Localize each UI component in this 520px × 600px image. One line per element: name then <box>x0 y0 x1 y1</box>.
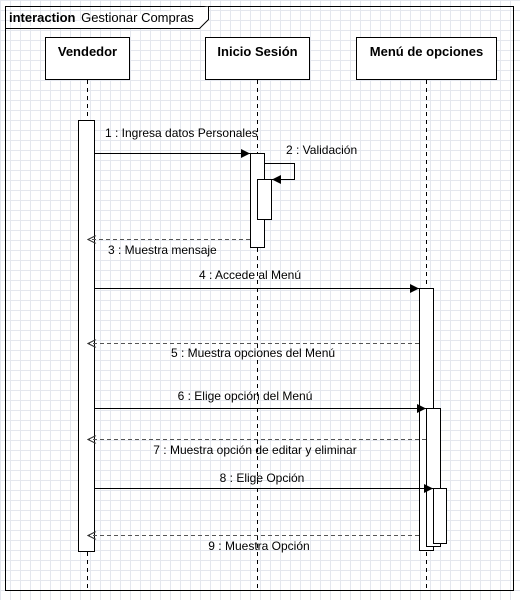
lifeline-inicio-sesion-label: Inicio Sesión <box>217 44 297 59</box>
message-1: 1 : Ingresa datos Personales <box>94 126 258 158</box>
activation-inicio-nested <box>257 179 272 220</box>
svg-text:interaction Gestionar C: interaction Gestionar Compras <box>9 10 194 25</box>
message-1-label: 1 : Ingresa datos Personales <box>105 126 258 140</box>
lifeline-vendedor[interactable]: Vendedor <box>45 37 130 80</box>
message-3: 3 : Muestra mensaje <box>88 240 250 257</box>
message-5: 5 : Muestra opciones del Menú <box>88 344 419 360</box>
message-4-label: 4 : Accede al Menú <box>199 268 301 282</box>
frame-name: Gestionar Compras <box>81 10 194 25</box>
activation-vendedor <box>78 120 95 552</box>
activation-bars <box>78 120 447 552</box>
message-7: 7 : Muestra opción de editar y eliminar <box>88 440 426 457</box>
message-4: 4 : Accede al Menú <box>94 268 419 293</box>
activation-menu-nested-2 <box>433 488 447 544</box>
lifeline-menu-opciones[interactable]: Menú de opciones <box>356 37 497 80</box>
message-8: 8 : Elige Opción <box>94 471 433 493</box>
message-7-label: 7 : Muestra opción de editar y eliminar <box>153 443 356 457</box>
message-6: 6 : Elige opción del Menú <box>94 389 426 413</box>
lifeline-vendedor-label: Vendedor <box>58 44 117 59</box>
message-9-label: 9 : Muestra Opción <box>208 539 309 553</box>
message-2-label: 2 : Validación <box>286 143 357 157</box>
message-3-label: 3 : Muestra mensaje <box>108 243 217 257</box>
message-9: 9 : Muestra Opción <box>88 536 419 553</box>
message-6-label: 6 : Elige opción del Menú <box>178 389 313 403</box>
lifeline-menu-opciones-label: Menú de opciones <box>370 44 483 59</box>
frame-keyword: interaction <box>9 10 76 25</box>
interaction-frame: interaction Gestionar Compras <box>5 6 514 591</box>
lifeline-inicio-sesion[interactable]: Inicio Sesión <box>205 37 310 80</box>
message-8-label: 8 : Elige Opción <box>220 471 305 485</box>
message-2: 2 : Validación <box>264 143 357 184</box>
message-5-label: 5 : Muestra opciones del Menú <box>171 346 335 360</box>
